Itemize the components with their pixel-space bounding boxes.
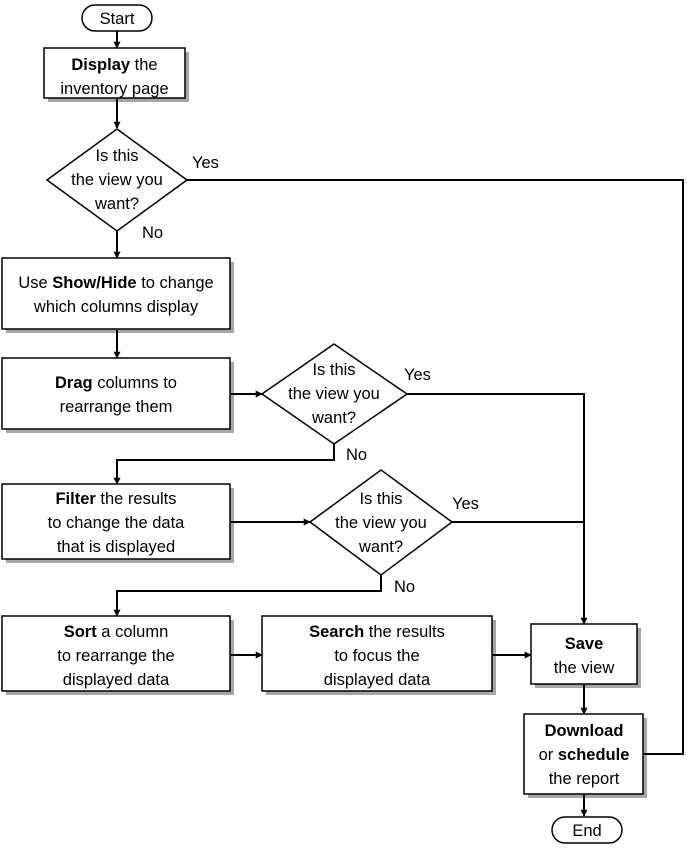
step-show-hide: Use Show/Hide to change which columns dis… bbox=[1, 257, 231, 330]
step-sort: Sort a column to rearrange the displayed d… bbox=[1, 615, 231, 692]
decision-1-yes-label: Yes bbox=[192, 154, 219, 172]
decision-3-no-label: No bbox=[394, 578, 415, 596]
step-download: Download or schedule the report bbox=[523, 713, 644, 795]
decision-3-yes-label: Yes bbox=[452, 495, 479, 513]
line-segment: Show/Hide bbox=[52, 274, 136, 292]
step-save-text: Save the view bbox=[554, 635, 615, 677]
decision-2-text: Is this the view you want? bbox=[288, 361, 380, 427]
line-segment: Use bbox=[18, 274, 52, 292]
step-display: Display the inventory page bbox=[43, 47, 186, 99]
decision-3: Is this the view you want? bbox=[308, 469, 454, 576]
decision-2-no-label: No bbox=[346, 446, 367, 464]
step-filter-text: Filter the results to change the data that… bbox=[48, 490, 186, 556]
line-segment: the results bbox=[364, 623, 445, 641]
line-segment: the view you bbox=[71, 171, 163, 189]
step-save: Save the view bbox=[530, 623, 638, 685]
decision-1-no-label: No bbox=[142, 224, 163, 242]
end-label: End bbox=[572, 822, 601, 840]
edge-d3-no bbox=[113, 575, 382, 617]
line-segment: which columns display bbox=[33, 298, 199, 316]
line-segment: inventory page bbox=[60, 80, 168, 98]
step-search: Search the results to focus the displayed … bbox=[261, 615, 493, 692]
step-sort-text: Sort a column to rearrange the displayed d… bbox=[57, 623, 174, 689]
line-segment: want? bbox=[311, 409, 356, 427]
line-segment: the view you bbox=[288, 385, 380, 403]
line-segment: Search bbox=[309, 623, 364, 641]
connectors bbox=[113, 31, 684, 817]
line-segment: the view bbox=[554, 659, 615, 677]
decision-3-text: Is this the view you want? bbox=[335, 490, 427, 556]
edge-d3-yes bbox=[452, 521, 588, 625]
line-segment: Is this bbox=[359, 490, 402, 508]
edge-d2-yes bbox=[407, 393, 585, 522]
line-segment: Save bbox=[565, 635, 604, 653]
line-segment: rearrange them bbox=[60, 398, 173, 416]
line-segment: displayed data bbox=[324, 671, 431, 689]
edge-labels: Yes No Yes No Yes No bbox=[142, 154, 479, 596]
line-segment: Display bbox=[71, 56, 131, 74]
line-segment: the bbox=[130, 56, 158, 74]
edge-d1-yes bbox=[187, 179, 684, 758]
line-segment: the view you bbox=[335, 514, 427, 532]
decision-1: Is this the view you want? bbox=[45, 128, 189, 232]
line-segment: columns to bbox=[93, 374, 177, 392]
line-segment: Filter bbox=[55, 490, 96, 508]
line-segment: to rearrange the bbox=[57, 647, 174, 665]
line-segment: that is displayed bbox=[57, 538, 175, 556]
start-label: Start bbox=[100, 10, 135, 28]
line-segment: the results bbox=[96, 490, 177, 508]
line-segment: the report bbox=[549, 770, 620, 788]
line-segment: to change the data bbox=[48, 514, 186, 532]
line-segment: displayed data bbox=[63, 671, 170, 689]
line-segment: schedule bbox=[558, 746, 630, 764]
decision-2: Is this the view you want? bbox=[260, 343, 409, 445]
line-segment: Sort bbox=[64, 623, 98, 641]
line-segment: want? bbox=[358, 538, 403, 556]
line-segment: Is this bbox=[312, 361, 355, 379]
step-filter: Filter the results to change the data that… bbox=[1, 483, 231, 560]
decision-2-yes-label: Yes bbox=[404, 366, 431, 384]
line-segment: a column bbox=[97, 623, 169, 641]
step-display-text: Display the inventory page bbox=[60, 56, 168, 98]
step-drag-text: Drag columns to rearrange them bbox=[55, 374, 177, 416]
line-segment: want? bbox=[94, 195, 139, 213]
end-terminal: End bbox=[551, 816, 623, 844]
line-segment: Drag bbox=[55, 374, 93, 392]
start-terminal: Start bbox=[81, 4, 153, 32]
step-search-text: Search the results to focus the displayed … bbox=[309, 623, 445, 689]
decision-1-text: Is this the view you want? bbox=[71, 147, 163, 213]
line-segment: Is this bbox=[95, 147, 138, 165]
edge-d2-no bbox=[113, 444, 335, 485]
step-drag: Drag columns to rearrange them bbox=[1, 357, 231, 430]
line-segment: to focus the bbox=[334, 647, 419, 665]
line-segment: Download bbox=[545, 722, 624, 740]
step-download-text: Download or schedule the report bbox=[539, 722, 630, 788]
line-segment: or bbox=[539, 746, 558, 764]
line-segment: to change bbox=[137, 274, 214, 292]
step-show-hide-text: Use Show/Hide to change which columns dis… bbox=[18, 274, 213, 316]
